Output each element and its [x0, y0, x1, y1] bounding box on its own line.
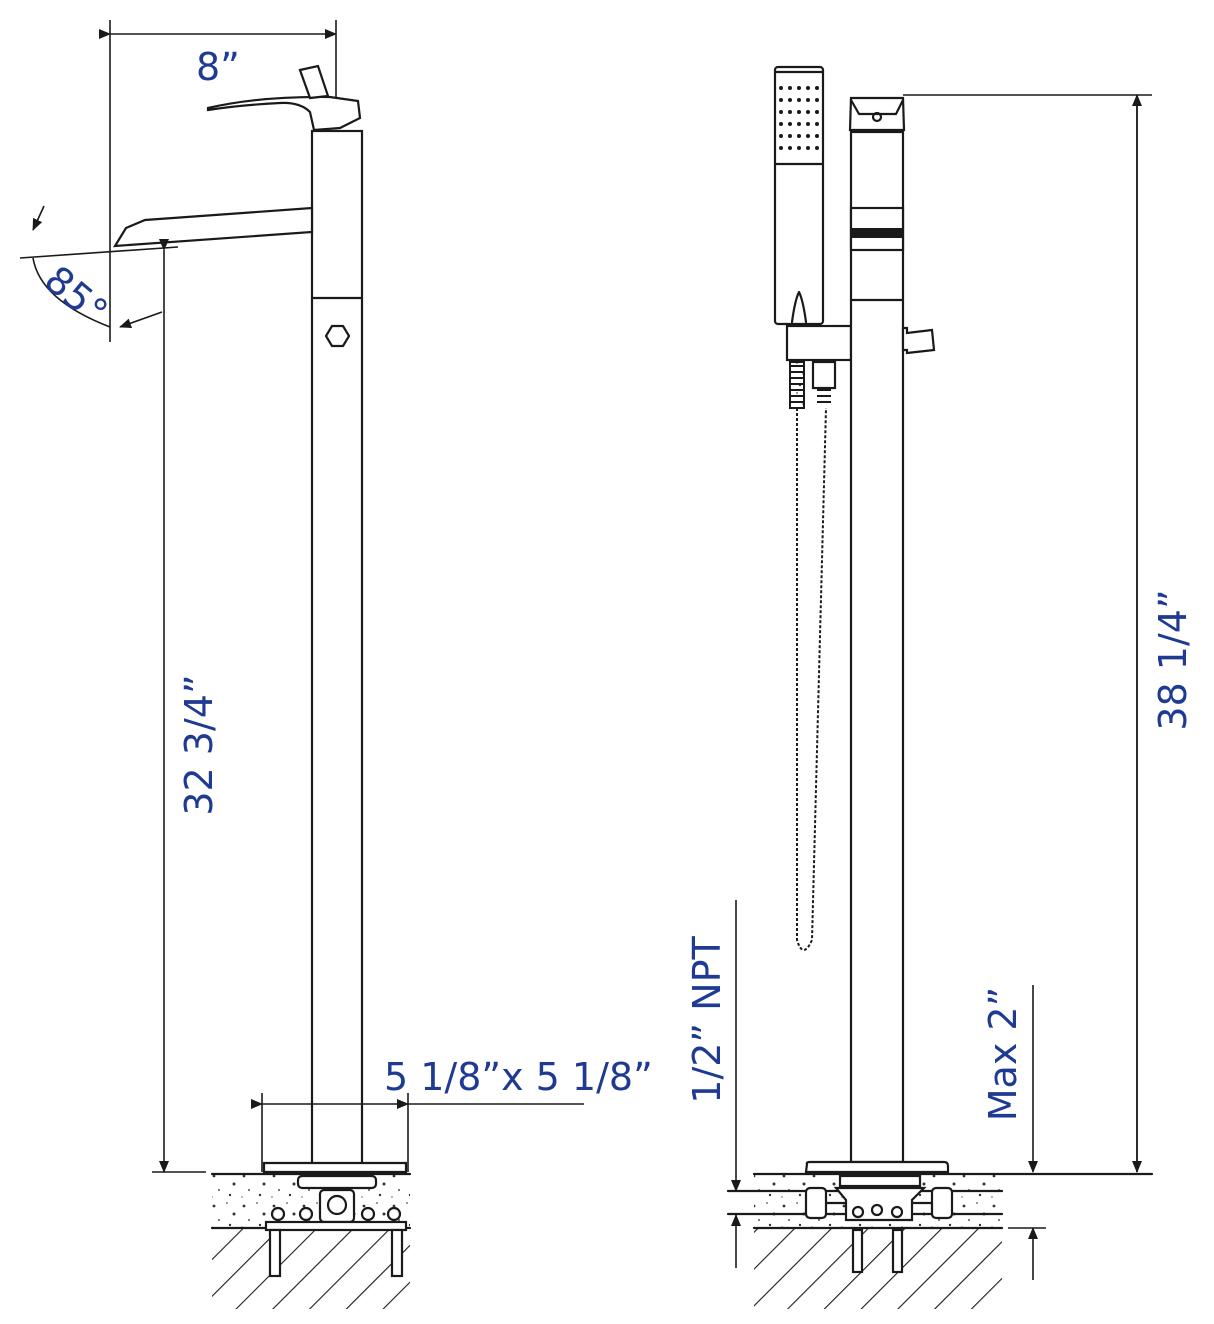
- right-column: [849, 130, 905, 1164]
- diverter-knob: [901, 326, 936, 355]
- floor-thickness-label: Max 2”: [981, 987, 1025, 1122]
- spout-height-label: 32 3/4”: [177, 674, 221, 815]
- right-view: 38 1/4” 1/2” NPT Max 2”: [685, 65, 1195, 1309]
- spout-angle-label: 85°: [36, 257, 116, 334]
- hose: [796, 407, 827, 951]
- hand-shower: [773, 65, 825, 326]
- ground-hatch: [754, 1229, 1002, 1309]
- supply-connection-label: 1/2” NPT: [685, 935, 729, 1103]
- spout: [112, 206, 314, 248]
- ground-hatch: [212, 1229, 410, 1309]
- base-size-label: 5 1/8”x 5 1/8”: [384, 1055, 653, 1099]
- overall-height-label: 38 1/4”: [1151, 589, 1195, 730]
- left-column: [310, 129, 364, 1173]
- spout-reach-label: 8”: [196, 45, 240, 89]
- handle-lever: [206, 95, 362, 132]
- hex-screw-icon: [324, 324, 351, 348]
- left-view: 8” 85° 32 3/4” 5 1/8”x 5 1/8”: [19, 20, 653, 1309]
- shower-nozzles-icon: [779, 86, 819, 150]
